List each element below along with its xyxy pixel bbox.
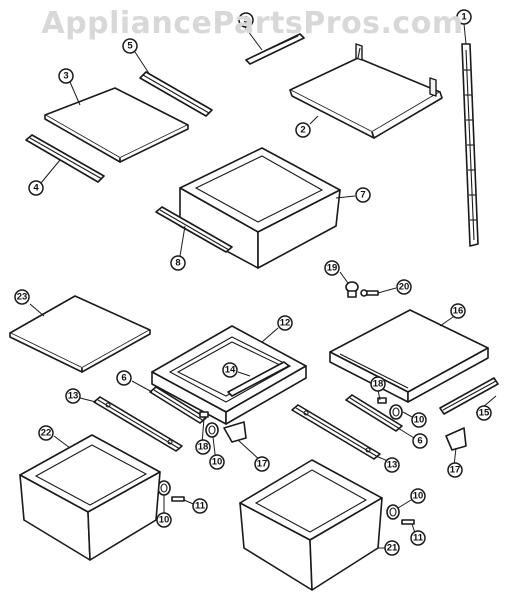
part-roller-center: [205, 422, 219, 438]
callout-label: 23: [17, 292, 28, 303]
callout-17-center: 17: [254, 456, 270, 472]
callout-label: 21: [387, 543, 398, 554]
part-screw-left: [171, 496, 185, 502]
callout-label: 15: [479, 408, 490, 419]
callout-label: 11: [195, 501, 206, 512]
callout-label: 10: [159, 515, 170, 526]
part-screw-right: [401, 519, 415, 525]
part-shelf-trim-front: [25, 134, 105, 183]
callout-10-right-upper: 10: [411, 412, 427, 428]
part-slide-rail-right: [291, 404, 381, 460]
callout-label: 11: [413, 533, 424, 544]
callout-label: 18: [373, 379, 384, 390]
part-crisper-drawer-left: [19, 434, 161, 561]
callout-label: 7: [360, 190, 365, 201]
callout-10-center: 10: [209, 454, 225, 470]
callout-14: 14: [222, 362, 238, 378]
callout-label: 13: [387, 460, 398, 471]
callout-4: 4: [28, 180, 44, 196]
callout-label: 20: [399, 282, 410, 293]
part-cantilever-shelf: [289, 43, 443, 139]
callout-label: 5: [127, 41, 133, 52]
callout-label: 13: [68, 391, 79, 402]
callout-15: 15: [476, 405, 492, 421]
callout-label: 10: [414, 415, 425, 426]
part-drawer-trim: [155, 206, 233, 253]
part-hinge-pin: [345, 281, 359, 298]
part-rail-vertical: [461, 43, 479, 247]
part-glass-shelf-top: [44, 87, 189, 163]
callout-label: 22: [41, 428, 52, 439]
callout-label: 1: [461, 12, 467, 23]
callout-label: 8: [175, 258, 180, 269]
part-clip-right: [445, 427, 467, 451]
callout-label: 2: [300, 125, 305, 136]
part-pin-right: [377, 397, 387, 404]
callout-8: 8: [170, 255, 186, 271]
callout-label: 3: [63, 71, 68, 82]
callout-19: 19: [324, 260, 340, 276]
callout-label: 19: [327, 263, 338, 274]
part-shelf-bracket: [245, 33, 305, 65]
callout-1: 1: [456, 9, 472, 25]
part-clip-center: [223, 421, 247, 443]
callout-7: 7: [355, 187, 371, 203]
callout-22: 22: [38, 425, 54, 441]
part-crisper-cover-right: [329, 309, 489, 403]
callout-label: 12: [280, 318, 291, 329]
callout-6-right: 6: [412, 433, 428, 449]
callout-20: 20: [396, 279, 412, 295]
part-drawer-upper: [179, 147, 341, 269]
callout-6-left: 6: [116, 370, 132, 386]
callout-label: 9: [243, 15, 248, 26]
part-drawer-rail-right: [345, 394, 403, 432]
callout-label: 14: [225, 365, 236, 376]
callout-label: 10: [212, 457, 223, 468]
callout-18-right: 18: [370, 376, 386, 392]
part-drawer-rail-left: [149, 386, 207, 424]
callout-3: 3: [58, 68, 74, 84]
part-roller-right-upper: [389, 404, 403, 420]
callout-23: 23: [14, 289, 30, 305]
part-roller-right-lower: [386, 504, 400, 520]
callout-label: 17: [257, 459, 268, 470]
callout-label: 6: [417, 436, 422, 447]
callout-13-right: 13: [384, 457, 400, 473]
callout-10-left-lower: 10: [156, 512, 172, 528]
callout-label: 16: [453, 306, 464, 317]
part-roller-left-lower: [157, 480, 171, 496]
part-cover-trim-right: [439, 377, 499, 415]
callout-21: 21: [384, 540, 400, 556]
callout-label: 6: [121, 373, 126, 384]
part-pin-center: [199, 411, 209, 418]
part-screw: [360, 289, 379, 297]
callout-10-right-lower: 10: [410, 488, 426, 504]
callout-12: 12: [277, 315, 293, 331]
callout-label: 4: [33, 183, 39, 194]
callout-18-center: 18: [195, 439, 211, 455]
callout-label: 17: [450, 465, 461, 476]
callout-11-left: 11: [192, 498, 208, 514]
callout-5: 5: [122, 38, 138, 54]
part-cover-trim: [227, 361, 290, 397]
part-shelf-trim-rear: [139, 71, 213, 117]
callout-13-left: 13: [65, 388, 81, 404]
callout-label: 10: [413, 491, 424, 502]
callout-9: 9: [238, 12, 254, 28]
part-crisper-glass: [9, 295, 151, 373]
callout-17-right: 17: [447, 462, 463, 478]
callout-label: 18: [198, 442, 209, 453]
callout-16: 16: [450, 303, 466, 319]
part-crisper-drawer-right: [239, 459, 383, 591]
callout-11-right: 11: [410, 530, 426, 546]
callout-2: 2: [295, 122, 311, 138]
part-slide-rail-left: [93, 396, 183, 452]
